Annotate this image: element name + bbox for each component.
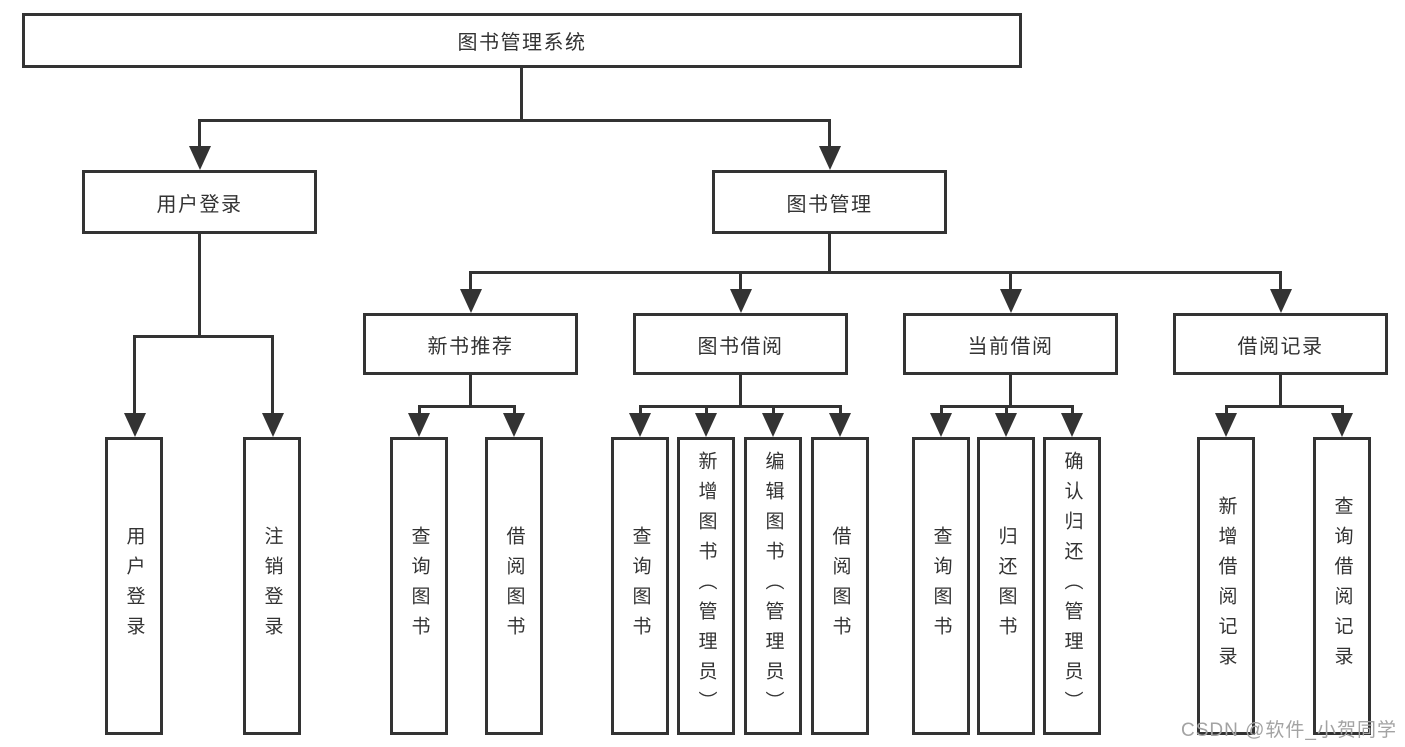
leaf-logout: 注销登录 <box>243 437 301 735</box>
arrow-down-icon <box>1331 413 1353 437</box>
connector-drop-leaf <box>418 405 421 417</box>
leaf-label: 借阅图书 <box>829 526 851 646</box>
leaf-label: 查询图书 <box>629 526 651 646</box>
connector-drop-section <box>739 271 742 291</box>
leaf-label: 查询图书 <box>930 526 952 646</box>
leaf-user-login: 用户登录 <box>105 437 163 735</box>
leaf-label: 查询图书 <box>408 526 430 646</box>
connector-drop-book-management <box>828 119 831 148</box>
leaf-logout-label: 注销登录 <box>261 526 283 646</box>
arrow-down-icon <box>124 413 146 437</box>
node-root: 图书管理系统 <box>22 13 1022 68</box>
node-borrowing-records: 借阅记录 <box>1173 313 1388 375</box>
leaf-user-login-label: 用户登录 <box>123 526 145 646</box>
connector-drop-leaf <box>513 405 516 417</box>
node-borrowing-records-label: 借阅记录 <box>1237 335 1324 358</box>
node-new-book-recommendation-label: 新书推荐 <box>427 335 514 358</box>
connector-section-stem <box>739 375 742 407</box>
node-current-borrowing: 当前借阅 <box>903 313 1118 375</box>
leaf-add-borrow-record: 新增借阅记录 <box>1197 437 1255 735</box>
arrow-down-icon <box>262 413 284 437</box>
arrow-down-icon <box>503 413 525 437</box>
leaf-add-book-admin: 新增图书（管理员） <box>677 437 735 735</box>
leaf-label: 新增借阅记录 <box>1215 496 1237 676</box>
arrow-down-icon <box>1000 289 1022 313</box>
node-book-borrowing: 图书借阅 <box>633 313 848 375</box>
connector-drop-leaf <box>839 405 842 417</box>
connector-drop-leaf <box>1341 405 1344 417</box>
node-user-login-label: 用户登录 <box>156 193 243 216</box>
leaf-label: 借阅图书 <box>503 526 525 646</box>
leaf-borrow-books: 借阅图书 <box>811 437 869 735</box>
leaf-label: 查询借阅记录 <box>1331 496 1353 676</box>
arrow-down-icon <box>1215 413 1237 437</box>
leaf-query-books-borrowing: 查询图书 <box>611 437 669 735</box>
arrow-down-icon <box>930 413 952 437</box>
leaf-query-books-current: 查询图书 <box>912 437 970 735</box>
node-book-management: 图书管理 <box>712 170 947 234</box>
connector-drop-leaf <box>271 335 274 415</box>
connector-drop-leaf <box>705 405 708 417</box>
connector-drop-leaf <box>772 405 775 417</box>
connector-drop-leaf <box>1225 405 1228 417</box>
leaf-query-borrow-record: 查询借阅记录 <box>1313 437 1371 735</box>
arrow-down-icon <box>460 289 482 313</box>
node-book-borrowing-label: 图书借阅 <box>697 335 784 358</box>
node-new-book-recommendation: 新书推荐 <box>363 313 578 375</box>
leaf-return-book: 归还图书 <box>977 437 1035 735</box>
connector-drop-leaf <box>940 405 943 417</box>
connector-section-stem <box>469 375 472 407</box>
leaf-label: 新增图书（管理员） <box>695 451 717 721</box>
leaf-label: 归还图书 <box>995 526 1017 646</box>
connector-drop-leaf <box>639 405 642 417</box>
arrow-down-icon <box>829 413 851 437</box>
arrow-down-icon <box>629 413 651 437</box>
connector-drop-leaf <box>133 335 136 415</box>
node-current-borrowing-label: 当前借阅 <box>967 335 1054 358</box>
node-book-management-label: 图书管理 <box>786 193 873 216</box>
csdn-watermark: CSDN @软件_小贺同学 <box>1181 720 1397 741</box>
arrow-down-icon <box>762 413 784 437</box>
connector-root-rail <box>198 119 831 122</box>
connector-user-login-stem <box>198 234 201 337</box>
arrow-down-icon <box>1061 413 1083 437</box>
connector-drop-section <box>469 271 472 291</box>
arrow-down-icon <box>730 289 752 313</box>
connector-section-rail <box>418 405 516 408</box>
connector-section-rail <box>639 405 842 408</box>
arrow-down-icon <box>995 413 1017 437</box>
leaf-label: 编辑图书（管理员） <box>762 451 784 721</box>
connector-drop-section <box>1279 271 1282 291</box>
connector-section-stem <box>1279 375 1282 407</box>
arrow-down-icon <box>189 146 211 170</box>
connector-drop-user-login <box>198 119 201 148</box>
connector-book-management-stem <box>828 234 831 274</box>
arrow-down-icon <box>408 413 430 437</box>
leaf-confirm-return-admin: 确认归还（管理员） <box>1043 437 1101 735</box>
connector-root-stem <box>520 68 523 121</box>
arrow-down-icon <box>695 413 717 437</box>
connector-drop-leaf <box>1005 405 1008 417</box>
leaf-edit-book-admin: 编辑图书（管理员） <box>744 437 802 735</box>
arrow-down-icon <box>1270 289 1292 313</box>
leaf-query-books-recommend: 查询图书 <box>390 437 448 735</box>
connector-user-login-rail <box>133 335 274 338</box>
arrow-down-icon <box>819 146 841 170</box>
connector-drop-section <box>1009 271 1012 291</box>
leaf-label: 确认归还（管理员） <box>1061 451 1083 721</box>
leaf-borrow-books-recommend: 借阅图书 <box>485 437 543 735</box>
connector-section-stem <box>1009 375 1012 407</box>
connector-section-rail <box>1225 405 1344 408</box>
connector-drop-leaf <box>1071 405 1074 417</box>
node-root-label: 图书管理系统 <box>457 32 587 54</box>
connector-book-management-rail <box>469 271 1282 274</box>
node-user-login: 用户登录 <box>82 170 317 234</box>
